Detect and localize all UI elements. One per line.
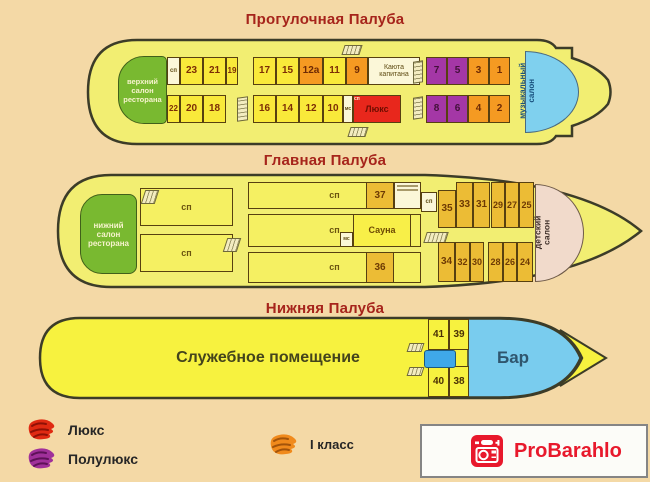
cabin-23: 23 [180, 57, 203, 85]
cabin-29: 29 [491, 182, 505, 228]
cabin-14: 14 [276, 95, 299, 123]
cabin-5: 5 [447, 57, 468, 85]
cabin-16: 16 [253, 95, 276, 123]
cabin-17: 17 [253, 57, 276, 85]
cabin-4: 4 [468, 95, 489, 123]
service-room-label: Служебное помещение [176, 349, 360, 366]
cabin-12a: 12а [299, 57, 323, 85]
cabin-35: 35 [438, 190, 456, 228]
legend-semilux-label: Полулюкс [68, 451, 139, 467]
promenade-deck-plan: верхний салон ресторана сп 23 21 19 17 1… [85, 37, 622, 147]
utility-room [394, 182, 421, 209]
legend-lux-label: Люкс [68, 422, 105, 438]
bar-label: Бар [496, 348, 530, 367]
cabin-10: 10 [323, 95, 343, 123]
cabin-9: 9 [346, 57, 368, 85]
cabin-20: 20 [180, 95, 203, 123]
stairs-icon [406, 343, 425, 352]
cabin-31: 31 [473, 182, 490, 228]
cabin-11: 11 [323, 57, 346, 85]
cabin-1: 1 [489, 57, 510, 85]
cabin-6: 6 [447, 95, 468, 123]
legend-lux-swatch [25, 417, 59, 448]
sp-room-aft-bottom: сп [140, 234, 233, 272]
cabin-22: 22 [167, 95, 180, 123]
cabin-3: 3 [468, 57, 489, 85]
probarahlo-watermark: ProBarahlo [420, 424, 648, 478]
upper-restaurant-salon: верхний салон ресторана [118, 56, 167, 124]
cabin-7: 7 [426, 57, 447, 85]
sp-room-fwd: сп [421, 192, 437, 212]
sp-room: сп [167, 57, 180, 85]
stairs-icon [413, 96, 423, 120]
cabin-32: 32 [455, 242, 470, 282]
cabin-19: 19 [226, 57, 238, 85]
pool-feature [424, 350, 456, 368]
cabin-27: 27 [505, 182, 519, 228]
main-deck-title: Главная Палуба [263, 152, 387, 169]
stairs-icon [341, 45, 363, 55]
main-deck-plan: нижний салон ресторана сп сп сп 37 сп мс… [55, 172, 645, 290]
cabin-38: 38 [449, 366, 469, 397]
cabin-36: 36 [366, 252, 394, 283]
legend-class1-label: I класс [310, 437, 354, 452]
sauna-room: Сауна [353, 214, 411, 247]
cabin-24: 24 [517, 242, 533, 282]
captain-cabin: Каюта капитана [368, 57, 420, 85]
probarahlo-brand-text: ProBarahlo [514, 439, 622, 462]
ms-room: мс [340, 232, 353, 247]
lower-deck-title: Нижняя Палуба [265, 300, 385, 317]
lux-sp-label: сп [354, 96, 360, 102]
cabin-21: 21 [203, 57, 226, 85]
cabin-41: 41 [428, 319, 449, 350]
lower-restaurant-salon: нижний салон ресторана [80, 194, 137, 274]
cabin-30: 30 [470, 242, 484, 282]
legend-semilux-swatch [25, 446, 59, 477]
cabin-34: 34 [438, 242, 455, 282]
cabin-2: 2 [489, 95, 510, 123]
cabin-40: 40 [428, 366, 449, 397]
cabin-18: 18 [203, 95, 226, 123]
cabin-12: 12 [299, 95, 323, 123]
cabin-15: 15 [276, 57, 299, 85]
stairs-icon [413, 60, 423, 84]
promenade-deck-title: Прогулочная Палуба [245, 11, 405, 28]
probarahlo-logo-icon [471, 435, 503, 467]
cabin-37: 37 [366, 182, 394, 209]
lux-cabin: Люкс [353, 95, 401, 123]
cabin-8: 8 [426, 95, 447, 123]
cabin-39: 39 [449, 319, 469, 350]
kids-salon-label: детский салон [532, 215, 552, 249]
ms-room: мс [343, 95, 353, 123]
cabin-28: 28 [488, 242, 503, 282]
lower-deck-plan: Служебное помещение 41 39 40 38 Бар [38, 316, 613, 400]
stairs-icon [237, 96, 248, 122]
sp-room-row-bottom: сп [248, 252, 421, 283]
music-salon-label-wrap: музыкальный салон [513, 49, 543, 133]
legend-class1-swatch [267, 432, 301, 463]
kids-salon-label-wrap: детский салон [529, 182, 557, 282]
cabin-26: 26 [503, 242, 517, 282]
cabin-25: 25 [519, 182, 534, 228]
stairs-icon [347, 127, 369, 137]
bar-area [467, 318, 581, 398]
stairs-icon [406, 367, 425, 376]
cabin-33: 33 [456, 182, 473, 228]
music-salon-label: музыкальный салон [518, 63, 536, 119]
